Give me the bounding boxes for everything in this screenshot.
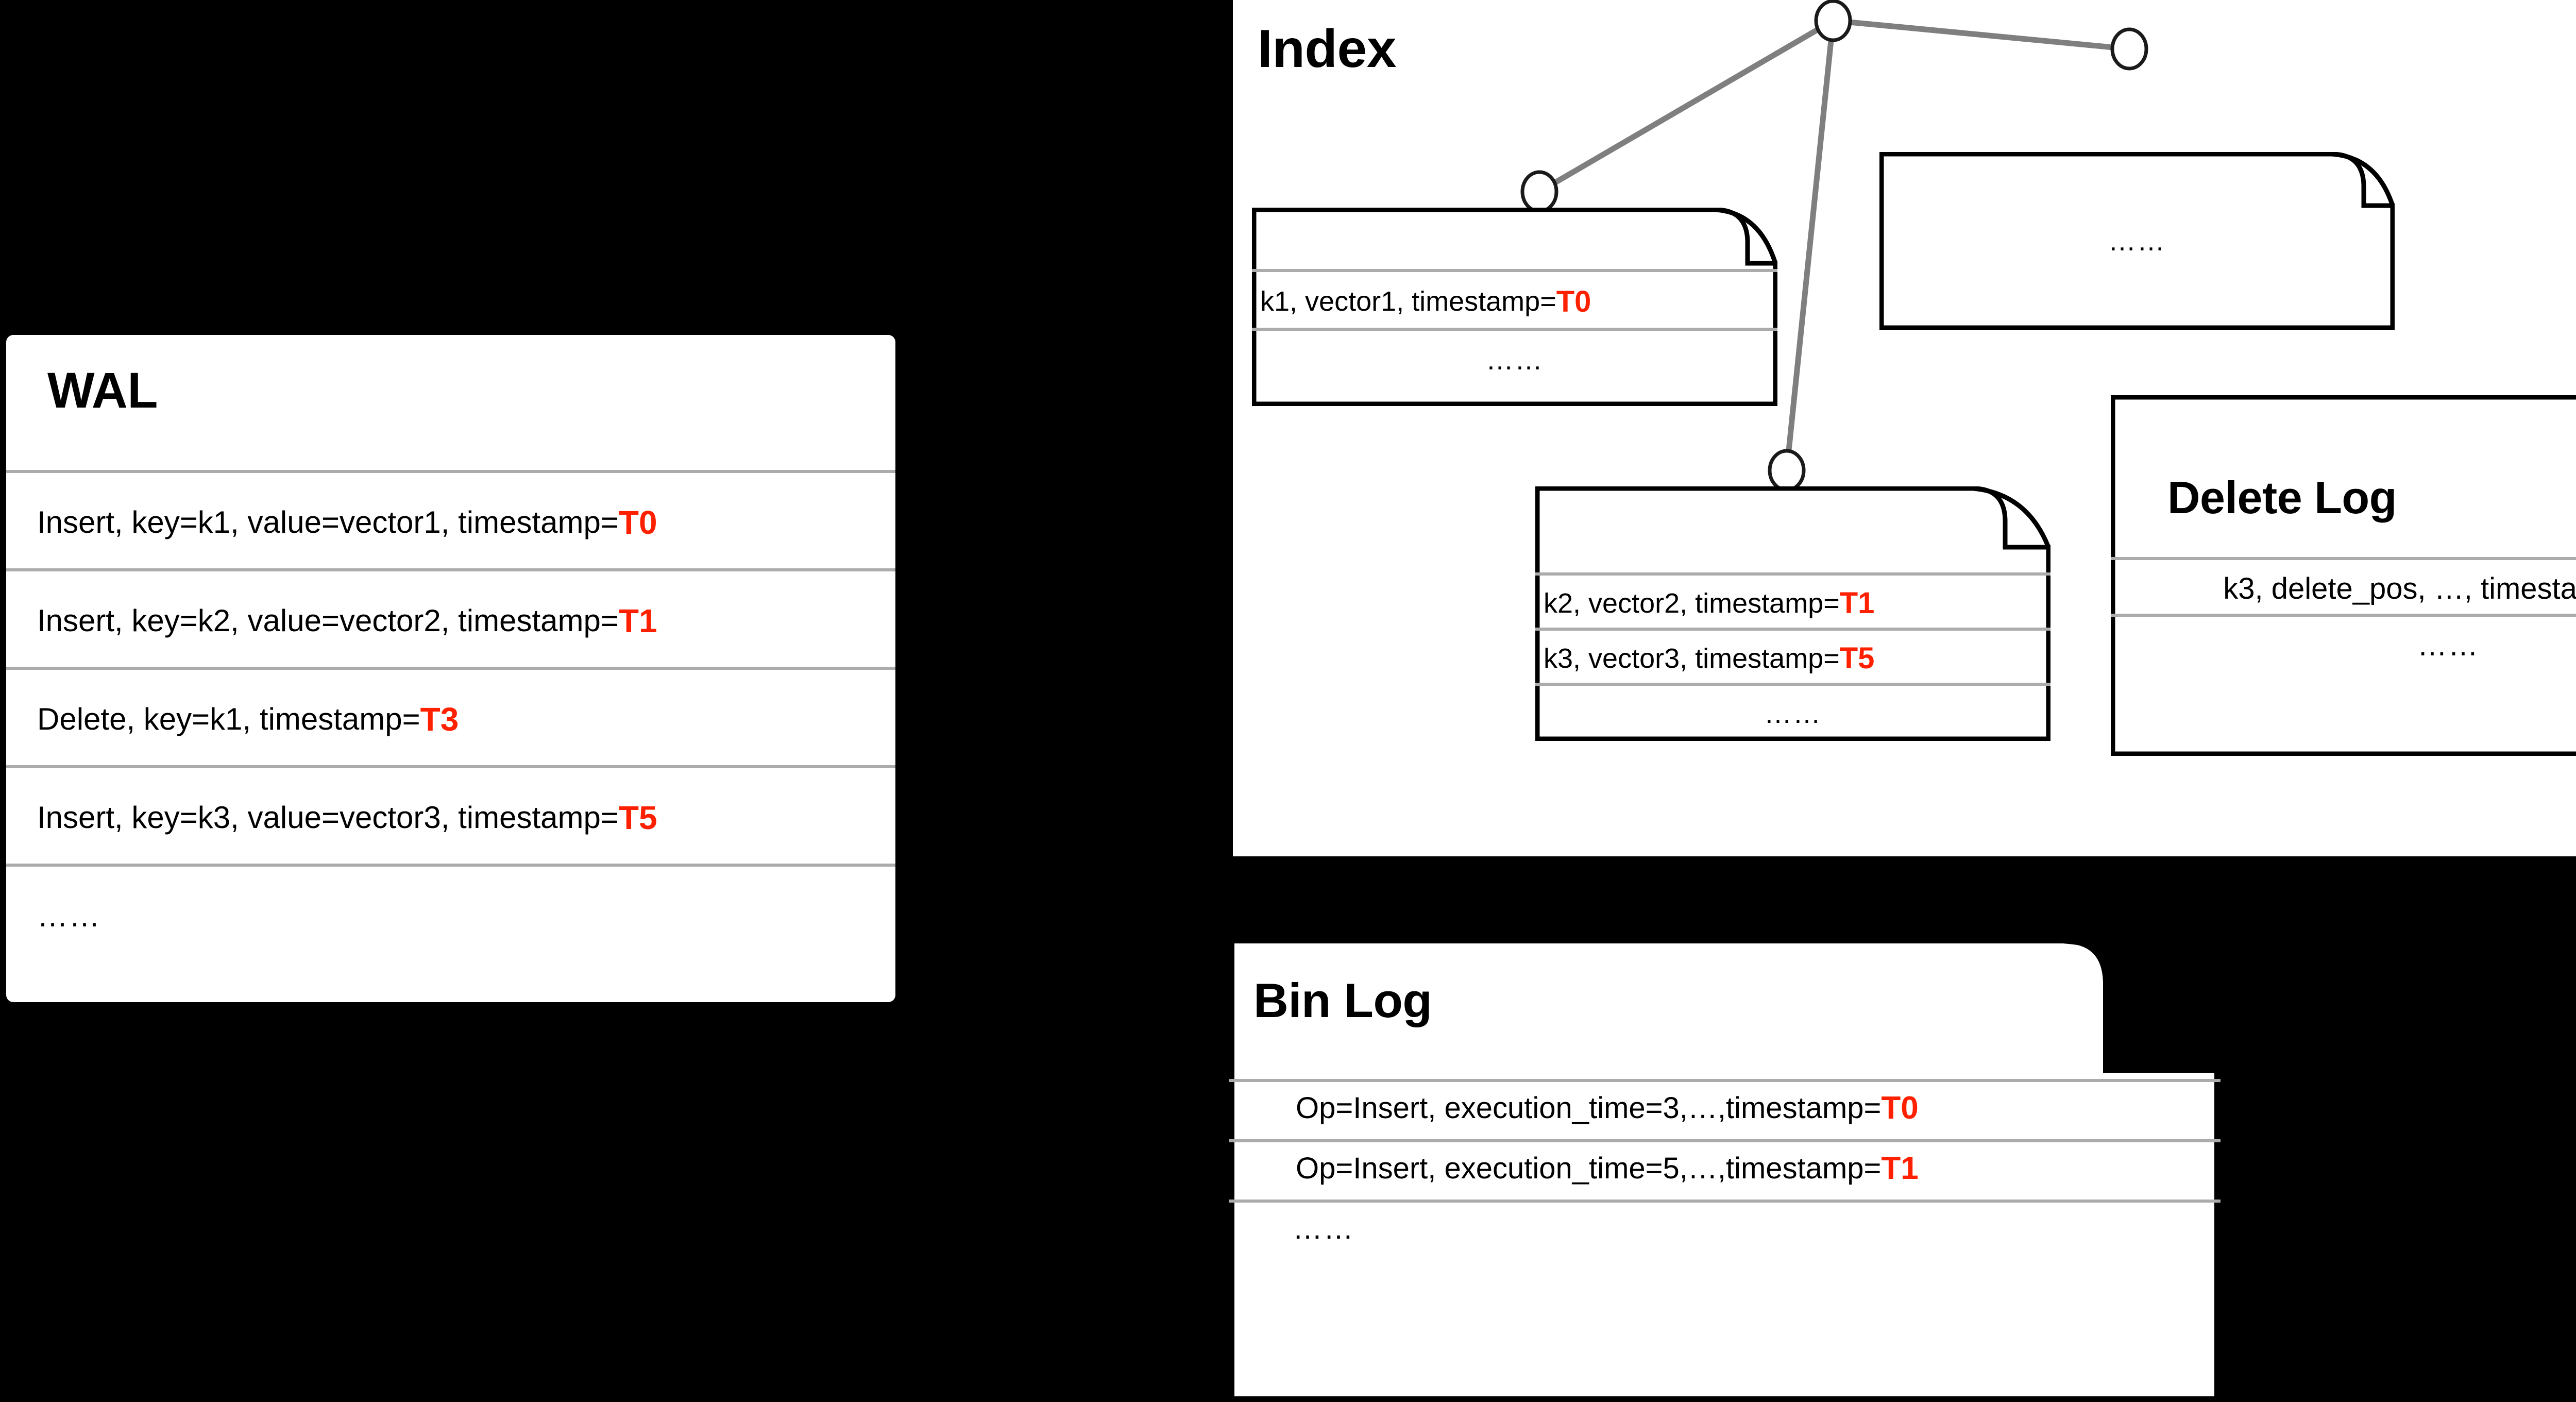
wal-row-ellipsis: …… (37, 899, 101, 933)
tree-edge-root-to-bottom (1784, 20, 1836, 471)
leaf-row-text: k3, vector3, timestamp= (1544, 643, 1840, 674)
wal-row-text: Insert, key=k3, value=vector3, timestamp… (37, 800, 619, 835)
folded-page-outline (1535, 486, 2050, 741)
row-divider (1252, 328, 1777, 331)
bin-log-content: Bin Log Op=Insert, execution_time=3,…,ti… (1229, 938, 2221, 1402)
bin-log-panel: Bin Log Op=Insert, execution_time=3,…,ti… (1229, 938, 2221, 1402)
wal-row-timestamp: T3 (420, 700, 459, 738)
leaf-row: k1, vector1, timestamp=T0 (1252, 269, 1777, 331)
tree-edge-root-to-left (1538, 18, 1835, 194)
row-divider (1229, 1139, 2221, 1142)
delete-log-row: k3, delete_pos, …, timestamp=T3 (2111, 557, 2576, 617)
wal-panel: WAL Insert, key=k1, value=vector1, times… (6, 335, 895, 1002)
leaf-row-timestamp: T5 (1839, 641, 1875, 675)
wal-row: …… (6, 864, 895, 965)
row-divider (1535, 683, 2050, 686)
delete-log-row-text: k3, delete_pos, …, timestamp= (2223, 571, 2576, 605)
leaf-row: …… (1252, 328, 1777, 390)
delete-log-row-ellipsis: …… (2417, 628, 2479, 662)
wal-row: Insert, key=k3, value=vector3, timestamp… (6, 765, 895, 867)
leaf-row-timestamp: T1 (1839, 586, 1875, 620)
row-divider (2111, 557, 2576, 560)
leaf-card-rows: …… (1879, 152, 2395, 330)
bin-log-row: Op=Insert, execution_time=3,…,timestamp=… (1229, 1079, 2221, 1134)
wal-row: Insert, key=k1, value=vector1, timestamp… (6, 470, 895, 571)
tree-node-left (1520, 170, 1558, 213)
folded-page-outline (1252, 208, 1777, 406)
row-divider (1535, 572, 2050, 576)
leaf-row-ellipsis: …… (1486, 345, 1544, 376)
folded-page-outline (1229, 938, 2221, 1402)
tree-node-right (2110, 27, 2148, 71)
wal-row-timestamp: T5 (618, 799, 657, 836)
leaf-card-rows: k1, vector1, timestamp=T0 …… (1252, 208, 1777, 406)
wal-title: WAL (47, 362, 158, 418)
leaf-row-ellipsis: …… (2108, 225, 2166, 257)
tree-node-bottom (1768, 449, 1806, 492)
row-divider (6, 765, 895, 768)
row-divider (1535, 628, 2050, 631)
index-title: Index (1258, 19, 1397, 79)
bin-log-row-text: Op=Insert, execution_time=5,…,timestamp= (1296, 1151, 1882, 1185)
delete-log-panel: Delete Log k3, delete_pos, …, timestamp=… (2111, 395, 2576, 756)
leaf-row: k3, vector3, timestamp=T5 (1535, 628, 2050, 686)
bin-log-row-ellipsis: …… (1293, 1211, 1354, 1245)
wal-row-timestamp: T0 (618, 503, 657, 541)
wal-row: Delete, key=k1, timestamp=T3 (6, 667, 895, 768)
bin-log-row-timestamp: T0 (1881, 1090, 1919, 1126)
leaf-row-text: k2, vector2, timestamp= (1544, 587, 1840, 619)
leaf-card-rows: k2, vector2, timestamp=T1 k3, vector3, t… (1535, 486, 2050, 741)
leaf-row: …… (1879, 152, 2395, 330)
index-leaf-card-k1: k1, vector1, timestamp=T0 …… (1252, 208, 1777, 406)
tree-edge-root-to-right (1833, 18, 2130, 52)
folded-page-outline (2111, 395, 2576, 756)
row-divider (6, 864, 895, 867)
leaf-row: …… (1535, 683, 2050, 741)
row-divider (1252, 269, 1777, 272)
index-leaf-card-k2-k3: k2, vector2, timestamp=T1 k3, vector3, t… (1535, 486, 2050, 741)
row-divider (1229, 1200, 2221, 1203)
bin-log-row: …… (1229, 1200, 2221, 1254)
row-divider (6, 470, 895, 473)
leaf-row: k2, vector2, timestamp=T1 (1535, 572, 2050, 631)
leaf-row-text: k1, vector1, timestamp= (1260, 286, 1556, 317)
wal-row-text: Delete, key=k1, timestamp= (37, 702, 420, 736)
tree-node-root (1814, 0, 1852, 42)
row-divider (6, 568, 895, 571)
wal-row-timestamp: T1 (618, 602, 657, 639)
leaf-row-ellipsis: …… (1764, 698, 1822, 729)
delete-log-title: Delete Log (2167, 472, 2397, 523)
leaf-row-timestamp: T0 (1556, 284, 1591, 318)
bin-log-title: Bin Log (1253, 973, 1432, 1027)
wal-row-text: Insert, key=k2, value=vector2, timestamp… (37, 603, 619, 638)
wal-row-text: Insert, key=k1, value=vector1, timestamp… (37, 505, 619, 539)
bin-log-row-text: Op=Insert, execution_time=3,…,timestamp= (1296, 1091, 1882, 1125)
row-divider (2111, 614, 2576, 617)
wal-row: Insert, key=k2, value=vector2, timestamp… (6, 568, 895, 670)
delete-log-row: …… (2111, 614, 2576, 673)
index-leaf-card-empty: …… (1879, 152, 2395, 330)
row-divider (6, 667, 895, 670)
delete-log-content: Delete Log k3, delete_pos, …, timestamp=… (2111, 395, 2576, 756)
bin-log-row: Op=Insert, execution_time=5,…,timestamp=… (1229, 1139, 2221, 1194)
row-divider (1229, 1079, 2221, 1082)
bin-log-row-timestamp: T1 (1881, 1150, 1919, 1186)
folded-page-outline (1879, 152, 2395, 330)
